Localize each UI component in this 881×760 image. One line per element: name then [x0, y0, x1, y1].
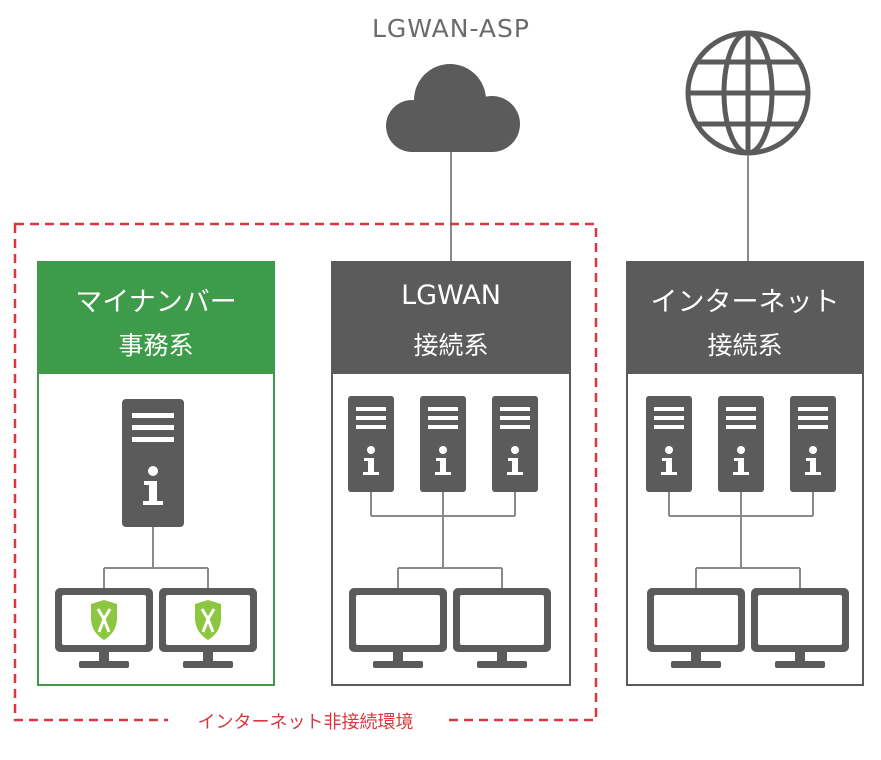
- cloud-icon: [386, 64, 520, 152]
- server-icon: [718, 396, 764, 492]
- globe-icon: [685, 30, 811, 156]
- server-icon: [420, 396, 466, 492]
- panel-lgwan-subtitle: 接続系: [413, 331, 489, 360]
- zone-label: インターネット非接続環境: [197, 712, 414, 733]
- server-icon: [790, 396, 836, 492]
- panel-internet-title: インターネット: [650, 287, 840, 318]
- panel-internet: [626, 261, 864, 686]
- panel-mynumber-subtitle: 事務系: [118, 331, 194, 360]
- panel-lgwan-title: LGWAN: [401, 280, 501, 311]
- zone-label-backdrop: [168, 710, 443, 730]
- server-icon: [492, 396, 538, 492]
- server-icon: [122, 399, 184, 527]
- panel-lgwan: [331, 261, 571, 686]
- panel-mynumber-title: マイナンバー: [75, 287, 237, 318]
- server-icon: [348, 396, 394, 492]
- panel-mynumber: [37, 261, 275, 686]
- lgwan-asp-label: LGWAN-ASP: [372, 14, 530, 43]
- server-icon: [646, 396, 692, 492]
- panel-internet-subtitle: 接続系: [707, 331, 783, 360]
